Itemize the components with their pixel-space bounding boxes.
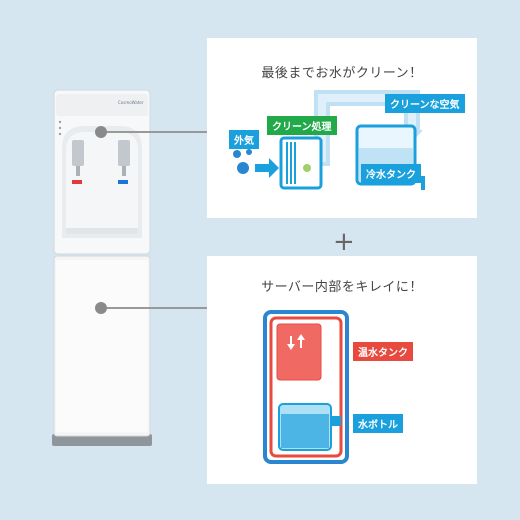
internal-clean-diagram: [263, 310, 349, 464]
panel-clean-inside: サーバー内部をキレイに！ 温水タンク 水ボトル: [207, 256, 477, 484]
water-server-illustration: CosmoWater: [52, 89, 152, 446]
water-server: CosmoWater: [48, 88, 156, 450]
panel-clean-water: 最後までお水がクリーン！ 外気 クリーン処理 クリーンな空気 冷水タンク: [207, 38, 477, 218]
label-cold-tank: 冷水タンク: [361, 164, 421, 183]
label-clean-process: クリーン処理: [267, 116, 337, 135]
callout-line-top: [107, 131, 207, 133]
panel-title-bottom: サーバー内部をキレイに！: [261, 280, 423, 295]
callout-dot-bottom: [95, 302, 107, 314]
air-clean-diagram: [233, 90, 425, 190]
label-water-bottle: 水ボトル: [353, 414, 403, 433]
callout-dot-top: [95, 126, 107, 138]
brand-logo: CosmoWater: [118, 100, 144, 105]
label-outside-air: 外気: [229, 130, 259, 149]
plus-sign: +: [333, 227, 355, 257]
panel-title-top: 最後までお水がクリーン！: [261, 66, 423, 81]
label-clean-air: クリーンな空気: [385, 94, 465, 113]
label-hot-tank: 温水タンク: [353, 342, 413, 361]
callout-line-bottom: [107, 307, 207, 309]
